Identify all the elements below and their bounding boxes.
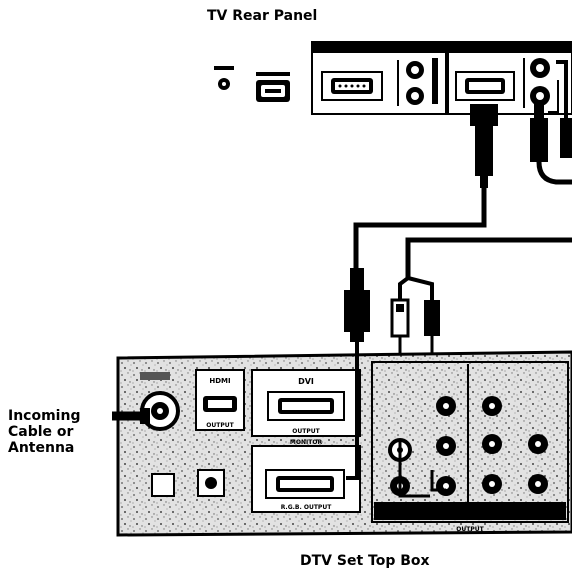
label-dvi: DVI (298, 377, 314, 386)
label-hdmi-output: OUTPUT (206, 422, 234, 429)
diagram-title: TV Rear Panel (207, 8, 318, 24)
incoming-cable-line (112, 408, 150, 424)
audio-cable-tv-side (405, 60, 572, 278)
label-rgb-output: R.G.B. OUTPUT (281, 504, 332, 511)
tv-hdmi-port (256, 72, 290, 102)
label-hdmi: HDMI (209, 377, 230, 385)
label-main-output: OUTPUT (456, 526, 484, 533)
dvi-cable (344, 104, 498, 342)
tv-pc-panel (447, 41, 572, 115)
label-monitor: MONITOR (290, 439, 323, 446)
incoming-cable-label: Incoming Cable or Antenna (8, 408, 80, 456)
tv-rear-panel (214, 41, 572, 115)
stb-caption: DTV Set Top Box (300, 553, 430, 569)
side-label-line-3: Antenna (8, 440, 75, 456)
stb-antenna-jack (140, 391, 180, 431)
set-top-box-panel (112, 342, 572, 537)
label-dvi-output: OUTPUT (292, 428, 320, 435)
side-label-line-2: Cable or (8, 424, 74, 440)
tv-dvi-panel (311, 41, 447, 115)
side-label-line-1: Incoming (8, 408, 81, 424)
tv-service-port (214, 66, 234, 90)
